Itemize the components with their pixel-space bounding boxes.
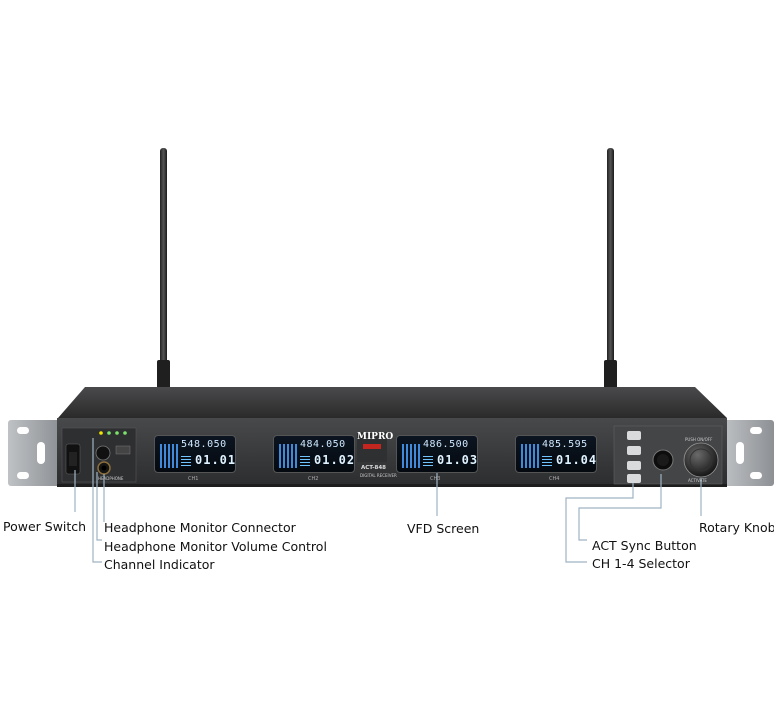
vfd-screen-1: 548.050 01.01: [154, 435, 236, 473]
ch-selector-button-1[interactable]: [627, 431, 641, 440]
vfd-frequency: 486.500: [423, 439, 469, 450]
vfd-frequency: 485.595: [542, 439, 588, 450]
rack-ear-left: [8, 420, 60, 486]
rack-ear-right: [722, 420, 774, 486]
vfd-channel: 01.01: [195, 453, 237, 467]
ch-selector-button-2[interactable]: [627, 446, 641, 455]
vfd-channel: 01.02: [314, 453, 356, 467]
left-control-section: [61, 427, 137, 483]
headphone-label: HEADPHONE: [98, 476, 124, 481]
rotary-caption-top: PUSH ON/OFF: [685, 437, 713, 442]
screen-label-1: CH1: [188, 476, 199, 482]
chassis-top: [58, 387, 727, 418]
vfd-channel: 01.04: [556, 453, 598, 467]
callout-vfd-screen: VFD Screen: [407, 521, 480, 536]
antenna-left: [157, 148, 170, 390]
vfd-screen-3: 486.500 01.03: [396, 435, 478, 473]
vfd-screen-2: 484.050 01.02: [273, 435, 355, 473]
screen-label-3: CH3: [430, 476, 441, 482]
callout-rotary-knob: Rotary Knob: [699, 520, 774, 535]
vfd-frequency: 548.050: [181, 439, 227, 450]
callout-line-ch: [565, 483, 634, 563]
screen-label-4: CH4: [549, 476, 560, 482]
callout-lines: [74, 438, 702, 563]
rotary-caption-bottom: ACTIVATE: [688, 478, 707, 483]
model-name: ACT-848: [361, 465, 386, 471]
antenna-right: [604, 148, 617, 390]
callout-headphone-volume: Headphone Monitor Volume Control: [104, 539, 327, 554]
callout-line-volume: [96, 472, 102, 541]
callout-power-switch: Power Switch: [3, 519, 87, 534]
headphone-volume-knob[interactable]: [95, 445, 111, 461]
rotary-knob[interactable]: [683, 442, 719, 478]
screen-label-2: CH2: [308, 476, 319, 482]
vfd-screen-4: 485.595 01.04: [515, 435, 597, 473]
callout-line-act: [578, 474, 662, 541]
callout-ch-selector: CH 1-4 Selector: [592, 556, 690, 571]
model-subtitle: DIGITAL RECEIVER: [360, 473, 397, 478]
brand-logo: MIPRO: [357, 432, 394, 442]
callout-line-indicator: [92, 438, 102, 563]
callout-act-sync: ACT Sync Button: [592, 538, 697, 553]
ch-selector-button-3[interactable]: [627, 461, 641, 470]
ch-selector-button-4[interactable]: [627, 474, 641, 483]
vfd-channel: 01.03: [437, 453, 479, 467]
right-control-section: [613, 425, 723, 485]
callout-headphone-connector: Headphone Monitor Connector: [104, 520, 296, 535]
brand-block: [357, 432, 387, 462]
channel-indicator-leds: [99, 431, 127, 435]
vfd-frequency: 484.050: [300, 439, 346, 450]
callout-channel-indicator: Channel Indicator: [104, 557, 215, 572]
